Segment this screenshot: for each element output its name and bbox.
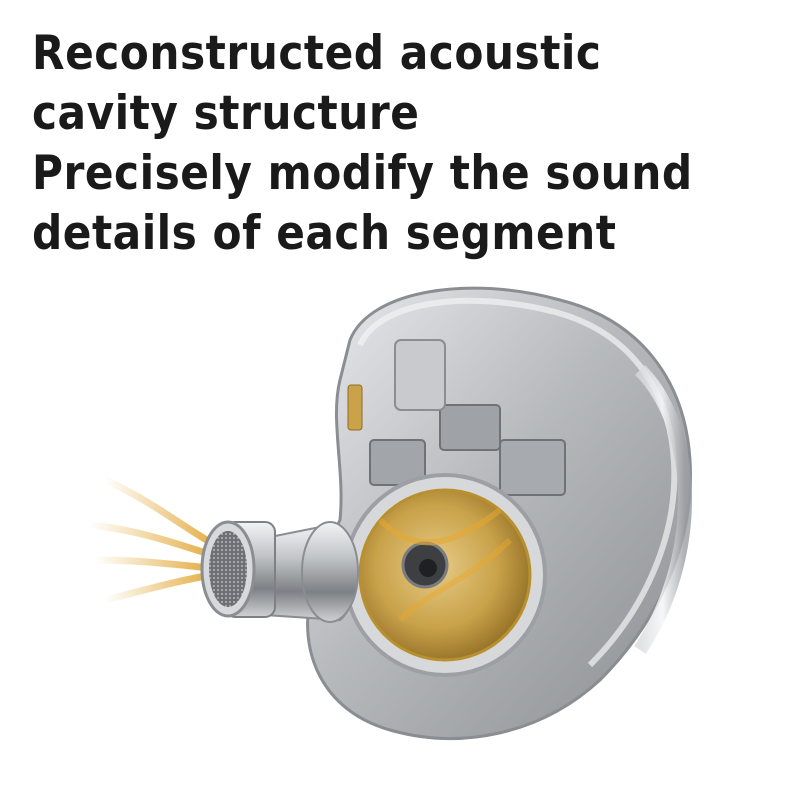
headline: Reconstructed acoustic cavity structure … xyxy=(32,24,693,264)
sound-wave-icon xyxy=(86,476,219,604)
earphone-product-image xyxy=(0,260,800,800)
headline-line-4: details of each segment xyxy=(32,206,617,261)
headline-line-3: Precisely modify the sound xyxy=(32,146,693,201)
dynamic-driver xyxy=(343,473,547,677)
headline-line-1: Reconstructed acoustic xyxy=(32,26,602,81)
headline-line-2: cavity structure xyxy=(32,86,420,141)
nozzle-mesh-filter xyxy=(209,531,247,607)
nozzle xyxy=(200,520,359,623)
